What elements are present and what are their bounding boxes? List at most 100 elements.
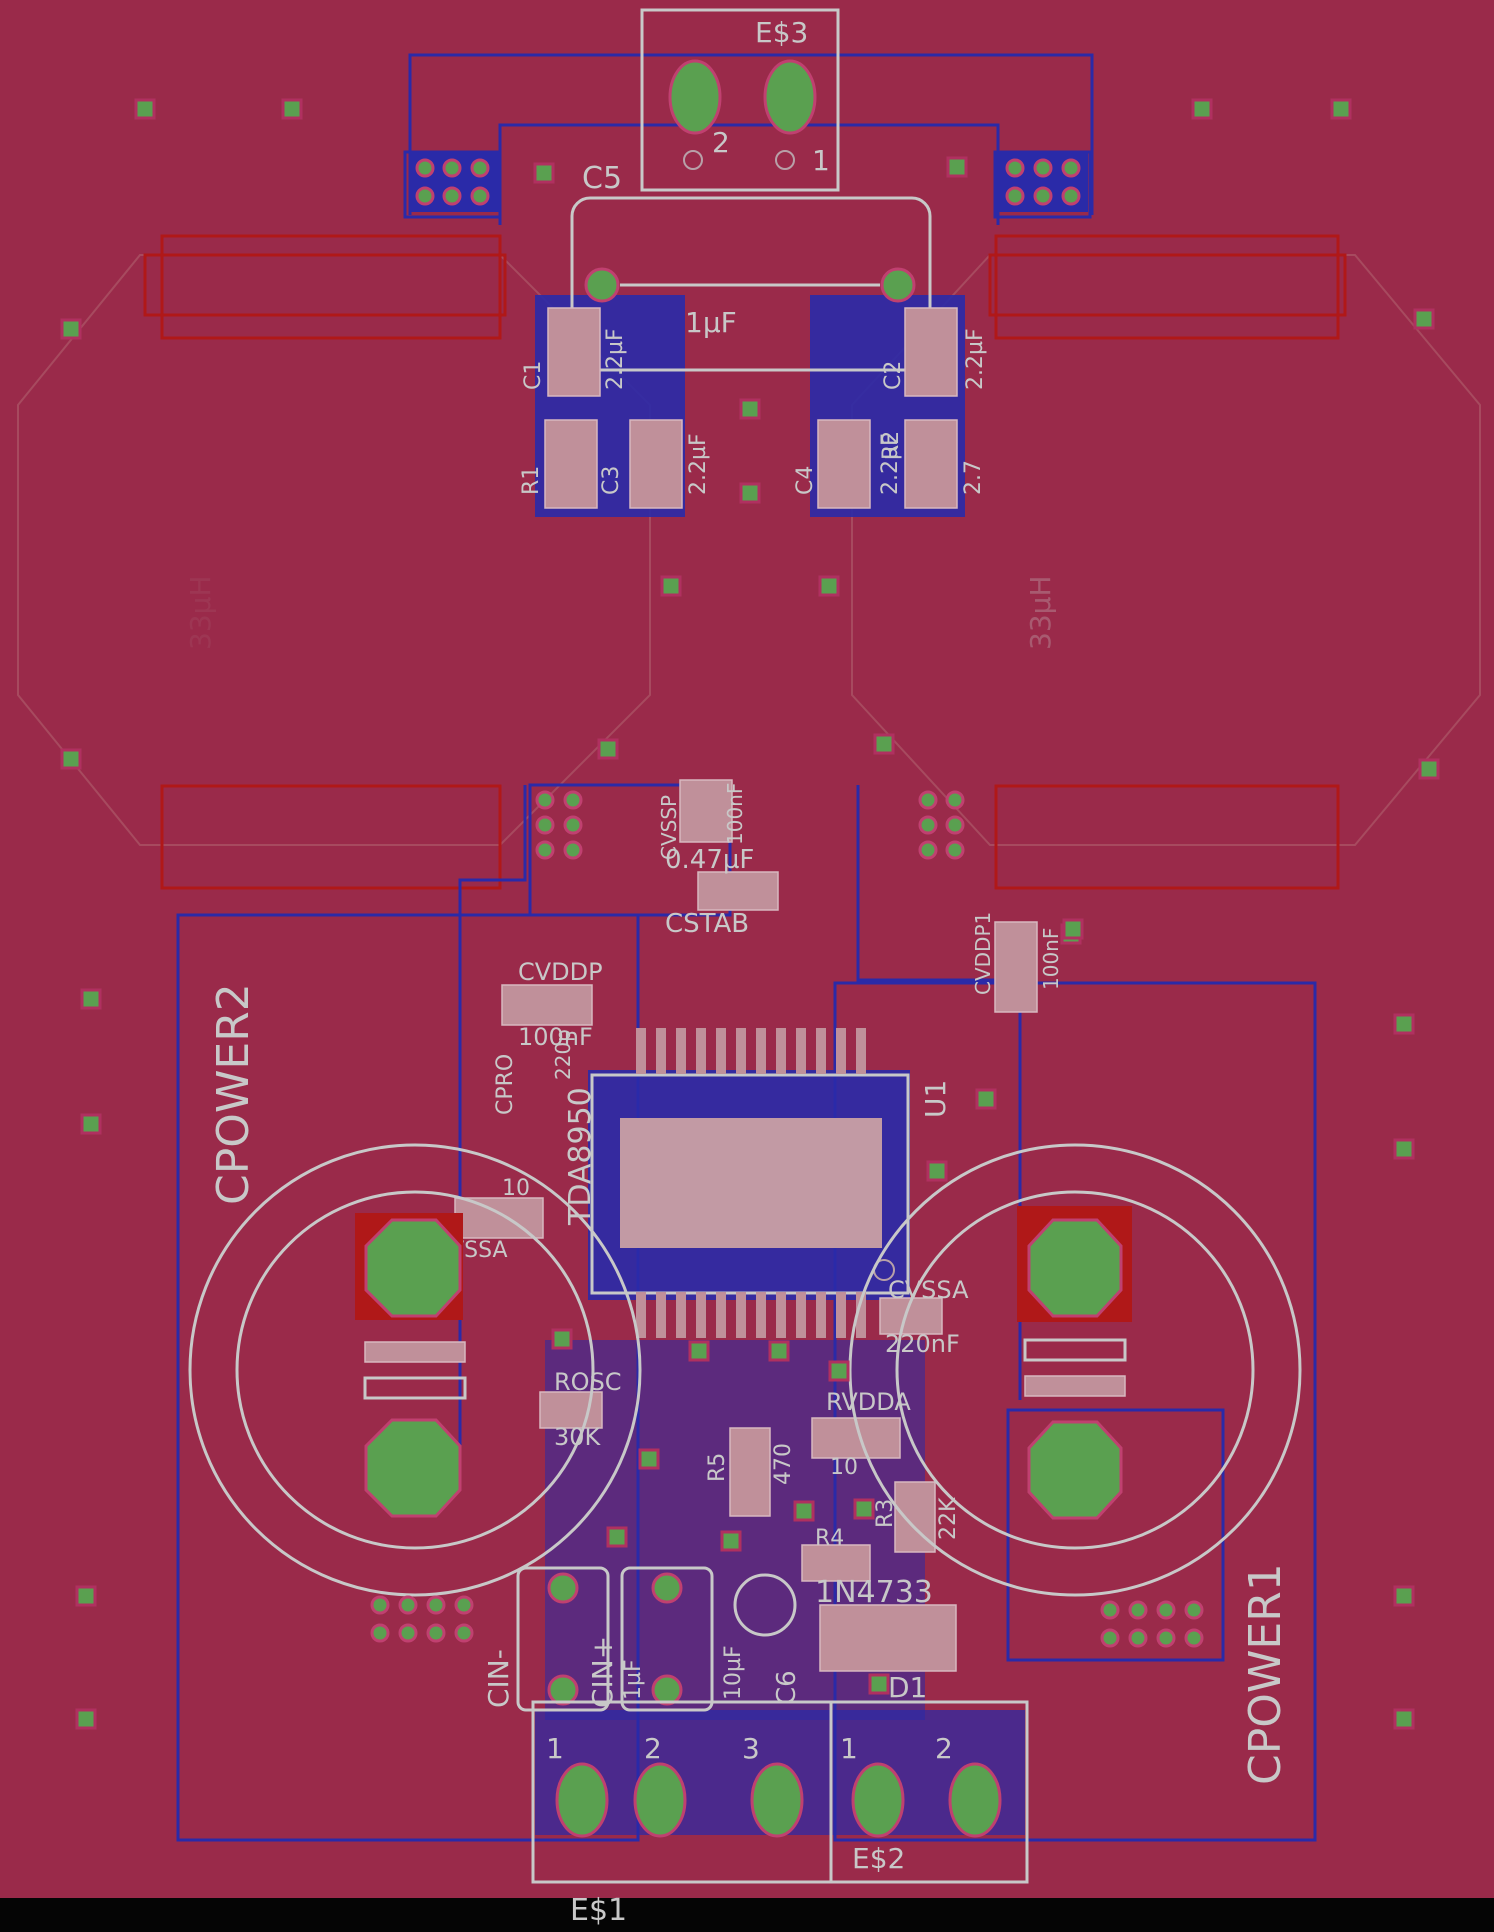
e3-outline [640, 8, 840, 192]
trace-right-mid [856, 785, 1022, 1400]
d1-label: D1 [888, 1671, 927, 1704]
cpower2-pad-minus [364, 1418, 462, 1518]
cpower1-plate-b [1024, 1375, 1126, 1397]
c6-label: C6 [772, 1670, 802, 1705]
center-trace-zone [528, 783, 732, 917]
c4-r2-group: C4 2.2µF R2 2.7 [793, 419, 986, 509]
cpower2-cap: CPOWER2 [188, 983, 642, 1597]
e2-pin2-label: 2 [935, 1732, 953, 1765]
cstab-pad [697, 871, 779, 911]
via-block-mid-right [918, 790, 965, 860]
cin-plus-cap: CIN+ 1µF [586, 1566, 714, 1712]
e3-pin1-pad [763, 59, 817, 135]
e3-label: E$3 [755, 16, 808, 49]
cstab-value: 0.47µF [665, 845, 754, 875]
u1-chip-label: TDA8950 [563, 1087, 598, 1226]
cpro-label: CPRO [493, 1054, 518, 1115]
cpower2-label: CPOWER2 [208, 983, 259, 1205]
e1-label: E$1 [570, 1893, 627, 1928]
u1-pins-bottom [636, 1292, 866, 1338]
c1-component: C1 2.2µF [521, 307, 628, 397]
via-block-top-left [410, 152, 500, 212]
c5-label: C5 [582, 161, 622, 196]
cin-value: 1µF [621, 1659, 646, 1700]
e2-label: E$2 [852, 1842, 905, 1875]
cpower1-plate-a [1023, 1338, 1127, 1362]
cvssp-pad [679, 779, 733, 843]
e1-pin2-label: 2 [644, 1732, 662, 1765]
r5-pad [729, 1427, 771, 1517]
cvssp-value: 100nF [723, 783, 747, 845]
cpower1-pad-plus [1027, 1218, 1123, 1318]
cvddp-value: 100nF [518, 1023, 593, 1051]
via-block-bottom-right [1100, 1600, 1204, 1648]
cin-minus-cap: CIN- [482, 1566, 610, 1712]
u1-pins-top [636, 1028, 866, 1074]
rosc-label: ROSC [554, 1368, 622, 1396]
e3-pin2-label: 2 [712, 126, 730, 159]
c5-pad-b [880, 267, 916, 303]
cvssa-value: 220nF [885, 1330, 960, 1358]
e3-hole-2 [683, 150, 703, 170]
c6-value: 10µF [721, 1645, 746, 1700]
c4-label: C4 [793, 466, 818, 495]
inductor-pad-top-right [994, 234, 1340, 340]
cpower1-pad-minus [1027, 1420, 1123, 1520]
c6-cap: C6 10µF [721, 1573, 802, 1705]
r4-label: R4 [815, 1526, 844, 1551]
cpower1-cap: CPOWER1 [848, 1143, 1302, 1785]
cvddp1-value: 100nF [1039, 928, 1063, 990]
e3-pin1-label: 1 [812, 144, 830, 177]
rvdda-value: 10 [830, 1455, 858, 1480]
cpower2-plate-a [364, 1341, 466, 1363]
d1-pad [819, 1604, 957, 1672]
inductor-inner-right [988, 253, 1347, 317]
cvddp-label: CVDDP [518, 958, 603, 986]
c1-value: 2.2µF [603, 328, 628, 390]
bottom-bar [0, 1898, 1494, 1932]
stitching-vias [60, 98, 1440, 1730]
cin-minus-label: CIN- [482, 1649, 515, 1708]
zener-label: 1N4733 [815, 1575, 933, 1610]
c2-value: 2.2µF [963, 328, 988, 390]
cin-plus-label: CIN+ [586, 1636, 619, 1708]
e3-pin2-pad [668, 59, 722, 135]
inductor-pad-top-left [160, 234, 502, 340]
cvddp1-label: CVDDP1 [971, 912, 995, 995]
c2-component: C2 2.2µF [881, 307, 988, 397]
u1-label: U1 [919, 1080, 952, 1118]
e1-pin1-label: 1 [546, 1732, 564, 1765]
r2-value: 2.7 [961, 460, 986, 495]
e2-pin1-label: 1 [840, 1732, 858, 1765]
cstab-label: CSTAB [665, 909, 749, 939]
via-block-bottom-left [370, 1595, 474, 1643]
inductor-pad-bottom-left [160, 784, 502, 890]
via-block-top-right [998, 152, 1088, 212]
inductor-inner-left [143, 253, 507, 317]
trace-left-mid [458, 785, 527, 1460]
rvssa-pad [454, 1197, 544, 1239]
rosc-value: 30K [554, 1423, 602, 1451]
via-block-mid-left [535, 790, 583, 860]
e2-terminal: 1 2 E$2 [829, 1700, 1029, 1884]
cvssp-label: CVSSP [657, 795, 681, 860]
c5-outline [570, 196, 932, 372]
r5-label: R5 [705, 1453, 730, 1482]
r1-label: R1 [519, 466, 544, 495]
cpro-value: 220p [551, 1029, 575, 1080]
e3-hole-1 [775, 150, 795, 170]
c5-pad-a [584, 267, 620, 303]
cvddp-pad [501, 984, 593, 1026]
c3-value: 2.2µF [686, 433, 711, 495]
e1-terminal: 1 2 3 E$1 [531, 1700, 833, 1928]
l-right-value: 33µH [1024, 576, 1057, 651]
r5-value: 470 [771, 1443, 796, 1485]
cpower2-plate-b [363, 1376, 467, 1400]
c2-label: C2 [881, 361, 906, 390]
u1-tda8950: TDA8950 U1 [563, 1028, 952, 1338]
r2-label: R2 [879, 431, 904, 460]
cvddp1-pad [994, 921, 1038, 1013]
r10-label: 10 [502, 1176, 530, 1201]
c4-value: 2.2µF [878, 433, 903, 495]
